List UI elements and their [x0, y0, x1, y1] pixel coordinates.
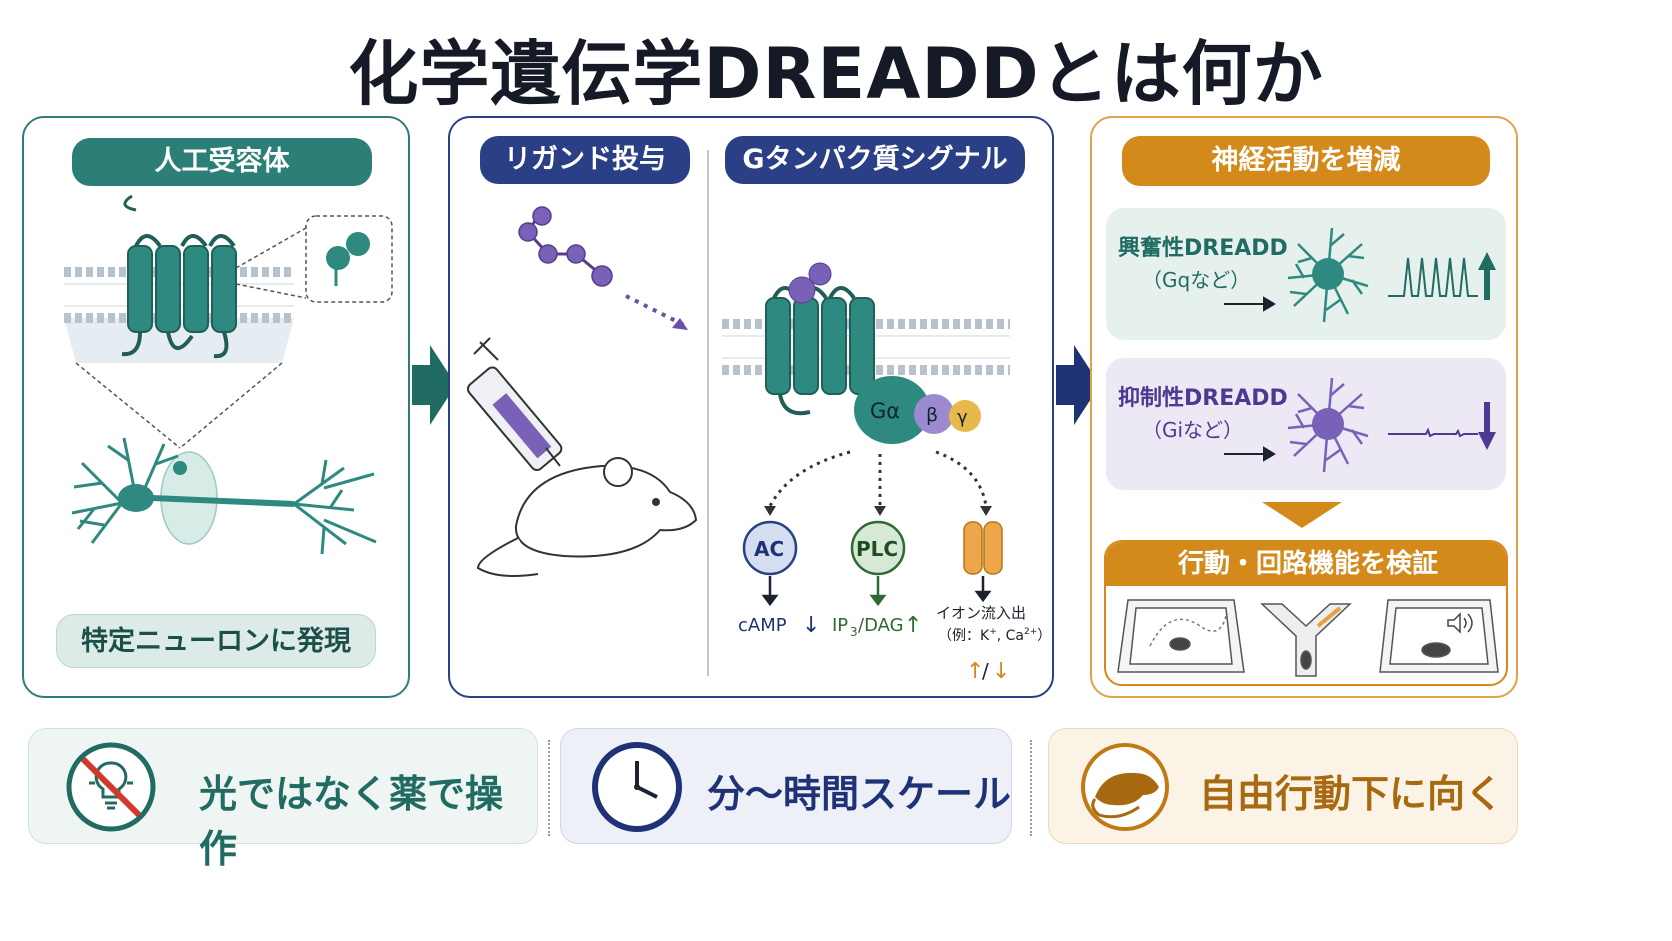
specific-neuron-expression-label: 特定ニューロンに発現: [56, 614, 376, 668]
receptor-illustration: [64, 194, 393, 555]
free-behavior-label: 自由行動下に向く: [1199, 772, 1504, 816]
ligand-molecule-icon: [518, 206, 613, 287]
camp-down-arrow-icon: ↓: [802, 613, 820, 638]
ac-label: AC: [754, 537, 784, 561]
ion-slash: /: [982, 659, 989, 683]
inhibitory-dreadd-sub: （Giなど）: [1142, 418, 1244, 442]
g-gamma-icon: [949, 400, 981, 432]
excitatory-dreadd-sub: （Gqなど）: [1142, 268, 1251, 292]
drug-not-light-label: 光ではなく薬で操作: [199, 772, 504, 871]
plc-icon: [850, 520, 906, 576]
decrease-arrow-icon: [1478, 402, 1496, 450]
excitatory-dreadd-title: 興奮性DREADD: [1118, 236, 1288, 261]
page-title: 化学遺伝学DREADDとは何か: [348, 33, 1324, 115]
ip3-subscript: 3: [850, 625, 858, 639]
divider: [1030, 740, 1032, 836]
fear-conditioning-icon: [1379, 599, 1499, 673]
neuron-icon: [1287, 377, 1369, 473]
neuron-icon: [71, 437, 377, 555]
behavior-verification-card: 行動・回路機能を検証: [1104, 540, 1508, 686]
behavior-test-illustrations: [1117, 599, 1499, 677]
artificial-receptor-panel: 人工受容体: [22, 116, 410, 698]
time-scale-label: 分〜時間スケール: [707, 772, 1012, 816]
g-beta-icon: [914, 394, 954, 434]
mouse-icon: [476, 457, 698, 577]
flow-arrow-icon: [1056, 345, 1100, 425]
artificial-receptor-header: 人工受容体: [72, 138, 372, 186]
drug-not-light-card: 光ではなく薬で操作: [28, 728, 538, 871]
ligand-signal-panel: リガンド投与 Gタンパク質シグナル: [448, 116, 1054, 698]
ion-flux-label: イオン流入出: [936, 604, 1026, 622]
gpcr-receptor-icon: [121, 194, 237, 359]
inhibitory-dreadd-card: 抑制性DREADD （Giなど）: [1106, 358, 1506, 490]
ip3-label: IP: [832, 615, 848, 636]
low-firing-trace-icon: [1388, 427, 1478, 438]
ip3-up-arrow-icon: ↑: [904, 613, 922, 638]
divider: [548, 740, 550, 836]
inhibitory-neuron-illustration: [1224, 377, 1496, 473]
no-light-icon: [66, 742, 156, 832]
plc-label: PLC: [856, 537, 898, 561]
y-maze-icon: [1260, 603, 1352, 677]
ion-down-arrow-icon: ↓: [992, 659, 1010, 684]
down-triangle-icon: [1262, 502, 1342, 528]
high-firing-trace-icon: [1388, 257, 1478, 297]
flow-arrow-icon: [412, 345, 456, 425]
ligand-administration-header: リガンド投与: [480, 136, 690, 184]
g-beta-label: β: [926, 404, 938, 426]
ligand-signal-illustration: Gα β γ AC PLC cAMP ↓ IP 3 /DAG: [466, 150, 1051, 684]
ion-up-arrow-icon: ↑: [966, 659, 984, 684]
inhibitory-dreadd-title: 抑制性DREADD: [1118, 386, 1288, 411]
excitatory-dreadd-card: 興奮性DREADD （Gqなど）: [1106, 208, 1506, 340]
neural-activity-panel: 神経活動を増減 興奮性DREADD （Gqなど） 抑制性DREADD （Giなど…: [1090, 116, 1518, 698]
ion-example-label: （例：K+, Ca2+）: [938, 627, 1051, 644]
g-gamma-label: γ: [957, 407, 968, 428]
g-alpha-icon: [854, 376, 930, 444]
camp-label: cAMP: [738, 615, 787, 636]
neuron-icon: [1287, 227, 1369, 323]
running-mouse-icon: [1081, 743, 1169, 831]
ligand-icon: [326, 232, 370, 286]
syringe-icon: [466, 337, 563, 472]
increase-arrow-icon: [1478, 252, 1496, 300]
g-protein-signal-header: Gタンパク質シグナル: [725, 136, 1025, 184]
neural-activity-header: 神経活動を増減: [1122, 136, 1490, 186]
ac-icon: [742, 520, 798, 576]
behavior-verification-header: 行動・回路機能を検証: [1106, 542, 1506, 586]
free-behavior-card: 自由行動下に向く: [1048, 728, 1518, 844]
clock-icon: [592, 742, 682, 832]
g-alpha-label: Gα: [870, 399, 900, 423]
ion-channel-icon: [963, 521, 1003, 575]
gpcr-receptor-icon: [765, 286, 875, 416]
time-scale-card: 分〜時間スケール: [560, 728, 1012, 844]
dag-label: /DAG: [858, 615, 904, 636]
open-field-icon: [1117, 599, 1245, 673]
excitatory-neuron-illustration: [1224, 227, 1496, 323]
